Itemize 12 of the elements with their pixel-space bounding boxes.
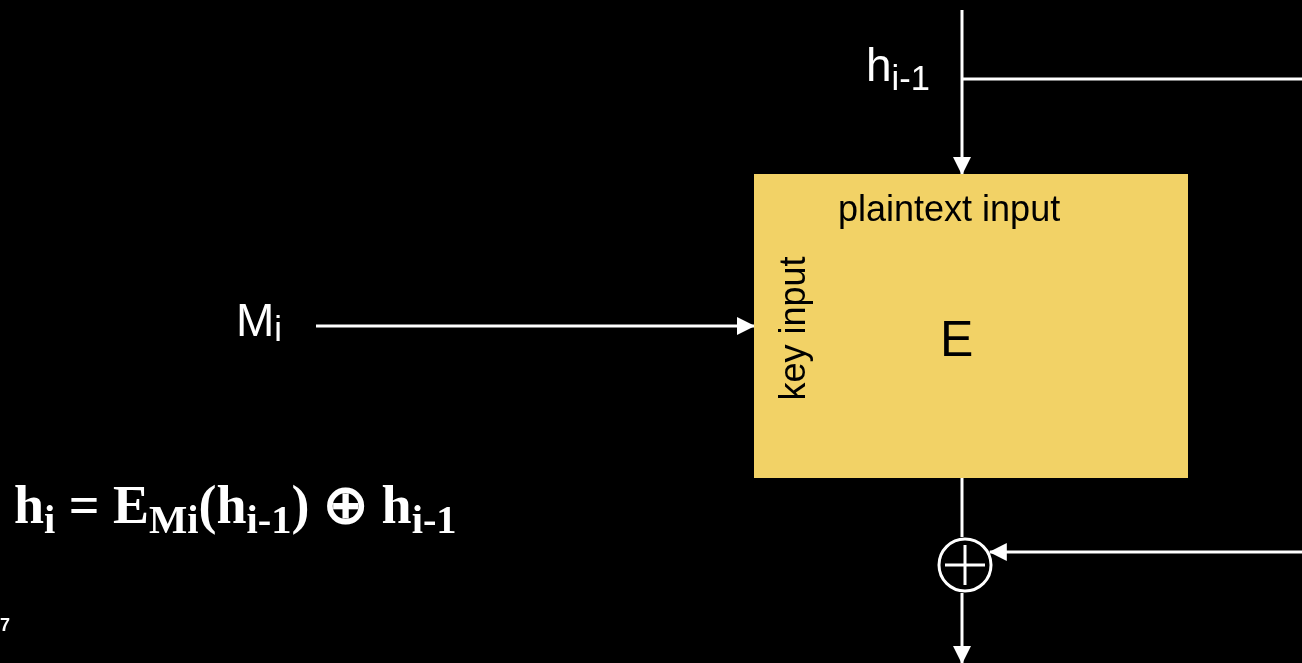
arrow [953,593,971,663]
function-label: E [940,314,974,364]
arrow [988,543,1302,561]
cipher-box [754,174,1188,478]
input-label: M$_{i}$ [236,290,316,350]
arrow [316,317,755,335]
signal-label: h$_{i-1}$ [866,42,930,88]
port-label: key input [770,255,814,403]
slide-number: 7 [0,614,10,637]
port-label: plaintext input [838,187,1061,231]
arrow [953,10,971,175]
xor-symbol [937,537,993,593]
